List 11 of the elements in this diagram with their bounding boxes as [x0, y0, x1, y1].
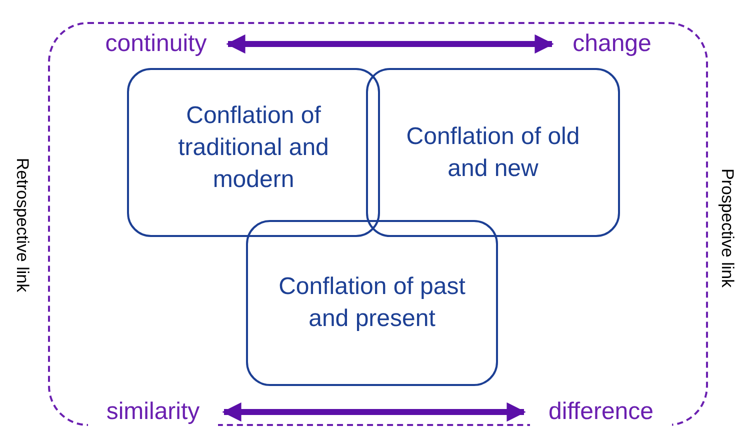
box-text: Conflation of traditional and modern	[177, 101, 330, 195]
concept-box	[246, 220, 498, 386]
box-text: Conflation of past and present	[278, 272, 466, 334]
dashed-frame	[48, 22, 708, 426]
side-label: Prospective link	[717, 167, 737, 290]
double-arrow	[222, 402, 526, 422]
box-text: Conflation of old and new	[405, 122, 581, 184]
concept-box	[127, 68, 380, 237]
double-arrow	[226, 34, 554, 54]
side-label: Retrospective link	[12, 156, 32, 294]
concept-box	[366, 68, 620, 237]
